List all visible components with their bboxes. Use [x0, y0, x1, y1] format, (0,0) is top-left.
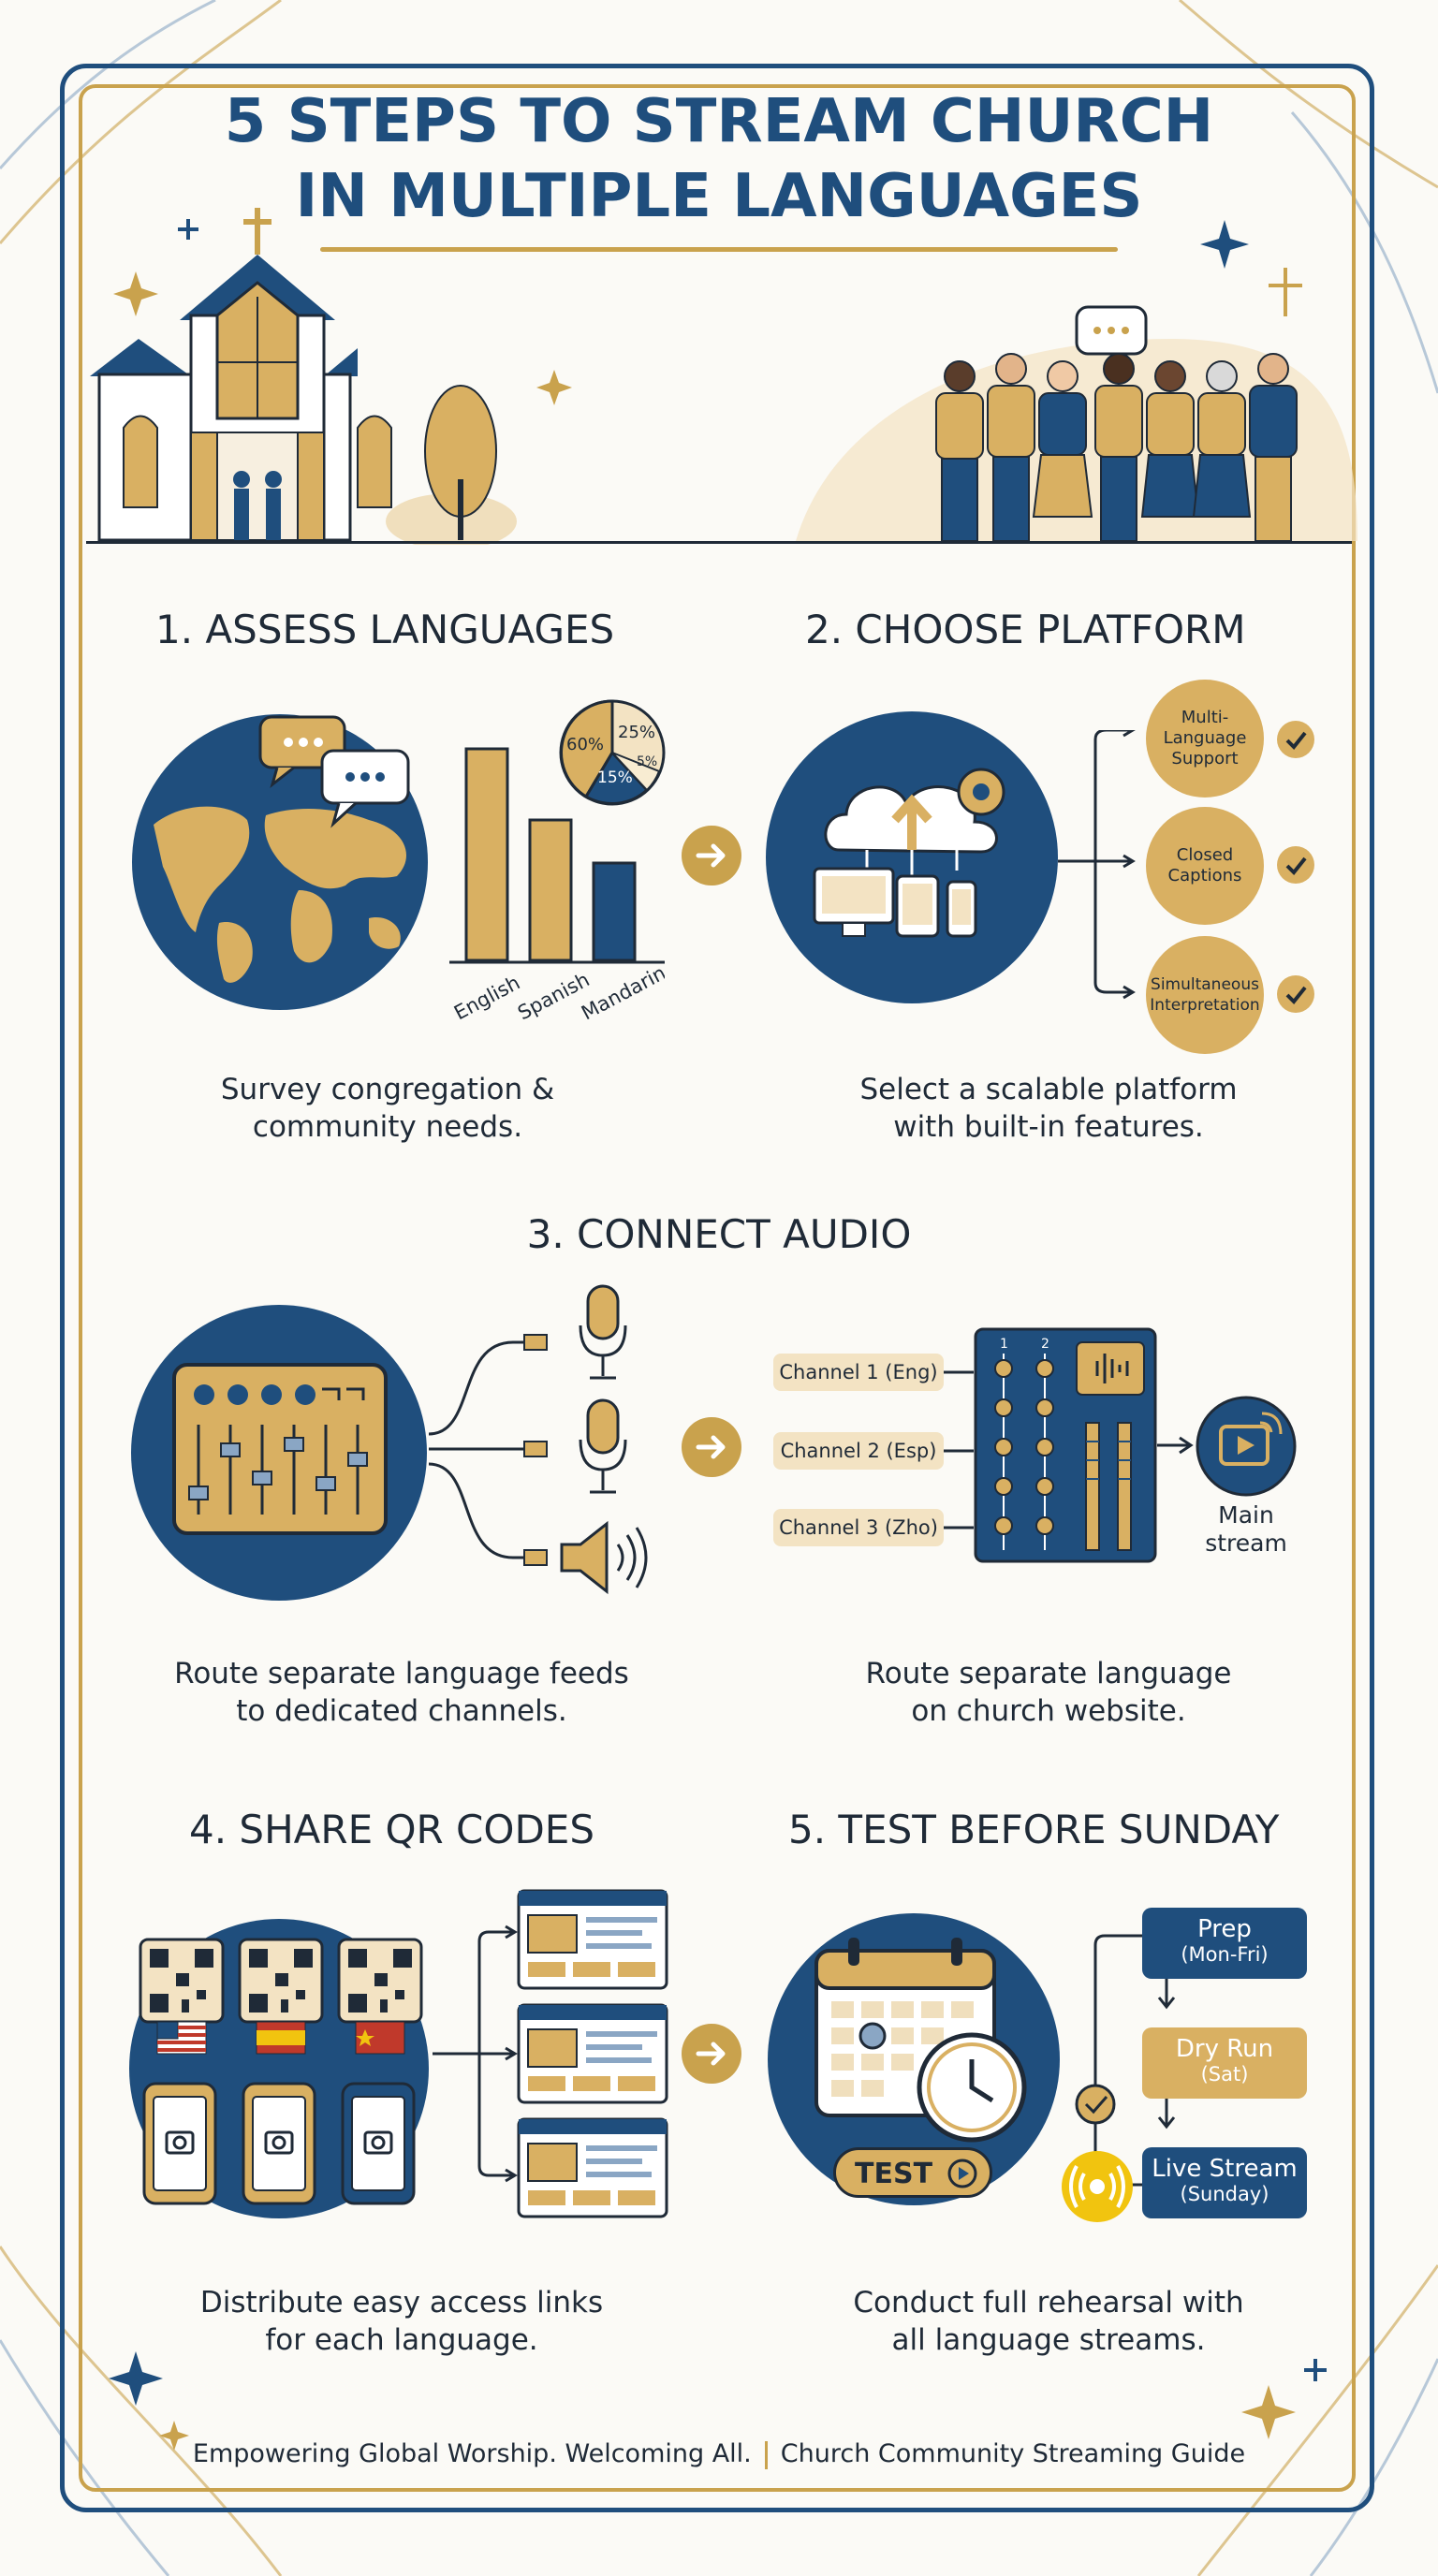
schedule-prep: Prep (Mon-Fri) [1142, 1908, 1307, 1979]
pie-label-15: 15% [597, 768, 633, 787]
ground-line [86, 541, 1352, 544]
feature-label: Closed [1176, 845, 1234, 865]
bar-label-mandarin: Mandarin [578, 961, 665, 1024]
pie-label-60: 60% [566, 735, 604, 754]
schedule-prep-name: Prep [1197, 1915, 1252, 1943]
step5-caption-line1: Conduct full rehearsal with [853, 2286, 1244, 2320]
feature-label: Support [1171, 749, 1239, 768]
website-pages-icon [433, 1889, 668, 2218]
church-illustration [90, 208, 517, 545]
schedule-dry-run-name: Dry Run [1175, 2035, 1274, 2063]
schedule-live-stream-name: Live Stream [1152, 2155, 1298, 2183]
schedule-live-stream-when: (Sunday) [1180, 2183, 1269, 2205]
language-pie-chart: 60% 25% 5% 15% [559, 699, 666, 806]
main-stream-label-line1: Main [1218, 1501, 1274, 1529]
footer-tagline: Empowering Global Worship. Welcoming All… [192, 2439, 752, 2468]
page-title-line2: IN MULTIPLE LANGUAGES [295, 162, 1143, 231]
congregation-illustration [796, 305, 1357, 542]
step3-right-caption-line2: on church website. [911, 1694, 1186, 1728]
channel-label-eng: Channel 1 (Eng) [773, 1354, 944, 1391]
page-title-line1: 5 STEPS TO STREAM CHURCH [224, 87, 1214, 156]
live-stream-play-icon [1196, 1396, 1297, 1497]
language-bar-chart: English Spanish Mandarin [449, 747, 665, 1025]
schedule-dry-run-when: (Sat) [1200, 2063, 1249, 2086]
cloud-platform-icon [766, 711, 1058, 1003]
step4-caption-line1: Distribute easy access links [199, 2286, 604, 2320]
bar-label-spanish: Spanish [514, 968, 593, 1024]
mixer-channel-number: 2 [1041, 1337, 1049, 1352]
microphone-icon [579, 1398, 627, 1494]
audio-input-cables [428, 1334, 548, 1566]
step5-caption-line2: all language streams. [891, 2323, 1206, 2357]
bar-label-english: English [450, 972, 523, 1025]
step1-caption-line1: Survey congregation & [220, 1073, 555, 1106]
inner-frame [79, 84, 1356, 2492]
next-arrow-icon [682, 826, 741, 886]
step3-left-caption-line2: to dedicated channels. [236, 1694, 567, 1728]
audio-mixer-icon [131, 1305, 427, 1601]
footer-separator [764, 2440, 768, 2469]
schedule-live-stream: Live Stream (Sunday) [1142, 2147, 1307, 2218]
feature-label: Multi- [1181, 708, 1229, 727]
step3-right-caption-line1: Route separate language [865, 1657, 1232, 1690]
next-arrow-icon [682, 1417, 741, 1477]
microphone-icon [579, 1284, 627, 1380]
mixer-channel-number: 1 [1000, 1337, 1008, 1352]
speech-bubble-icons [258, 715, 410, 828]
footer: Empowering Global Worship. Welcoming All… [0, 2439, 1438, 2469]
next-arrow-icon [682, 2024, 741, 2084]
step2-heading: 2. CHOOSE PLATFORM [805, 607, 1246, 652]
step2-caption-line2: with built-in features. [893, 1110, 1204, 1144]
step1-caption-line2: community needs. [252, 1110, 523, 1144]
feature-label: Simultaneous [1151, 975, 1259, 994]
step5-heading: 5. TEST BEFORE SUNDAY [788, 1807, 1280, 1852]
checkmark-icon [1277, 721, 1314, 758]
step4-heading: 4. SHARE QR CODES [189, 1807, 594, 1852]
schedule-prep-when: (Mon-Fri) [1181, 1943, 1269, 1966]
schedule-dry-run: Dry Run (Sat) [1142, 2027, 1307, 2099]
footer-guide-name: Church Community Streaming Guide [780, 2439, 1246, 2468]
feature-label: Interpretation [1150, 996, 1260, 1015]
pie-label-25: 25% [618, 723, 655, 742]
qr-code-share-icon [129, 1919, 429, 2218]
channel-mixer-console-icon: 1 2 [944, 1327, 1194, 1563]
step3-left-caption-line1: Route separate language feeds [174, 1657, 629, 1690]
play-icon [947, 2159, 977, 2188]
channel-label-zho: Channel 3 (Zho) [773, 1509, 944, 1546]
speaker-icon [560, 1520, 648, 1595]
title-underline [320, 247, 1118, 252]
step2-caption-line1: Select a scalable platform [859, 1073, 1238, 1106]
step4-caption-line2: for each language. [265, 2323, 538, 2357]
step3-heading: 3. CONNECT AUDIO [526, 1211, 912, 1257]
feature-label: Captions [1167, 866, 1242, 886]
main-stream-label-line2: stream [1205, 1530, 1287, 1557]
feature-branch-lines [1058, 730, 1136, 1000]
channel-label-esp: Channel 2 (Esp) [773, 1432, 944, 1470]
step1-heading: 1. ASSESS LANGUAGES [155, 607, 615, 652]
checkmark-icon [1277, 846, 1314, 884]
test-label: TEST [855, 2158, 933, 2190]
checkmark-icon [1277, 975, 1314, 1013]
pie-label-5: 5% [637, 754, 657, 769]
test-button[interactable]: TEST [833, 2147, 992, 2198]
outer-frame [60, 64, 1374, 2512]
broadcast-signal-icon [1062, 2151, 1133, 2222]
calendar-clock-icon [768, 1913, 1060, 2205]
feature-label: Language [1163, 728, 1247, 748]
